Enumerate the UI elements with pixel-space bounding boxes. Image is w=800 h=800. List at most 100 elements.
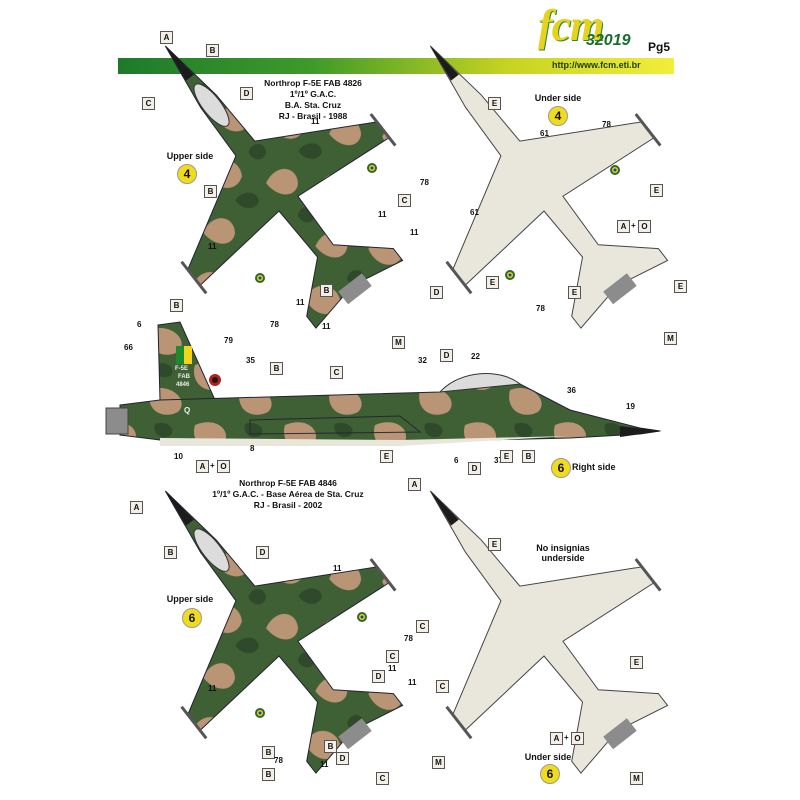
callout-tag: B — [262, 746, 275, 759]
callout-number: 6 — [454, 456, 459, 465]
callout-number: 11 — [208, 684, 217, 693]
callout-tag: B — [204, 185, 217, 198]
callout-number: + — [210, 461, 215, 470]
scheme-badge: 6 — [551, 458, 571, 478]
callout-tag: D — [440, 349, 453, 362]
callout-tag: B — [324, 740, 337, 753]
callout-number: 35 — [246, 356, 255, 365]
fin-letter: Q — [184, 406, 191, 415]
aircraft1-upper-view — [164, 45, 404, 329]
callout-tag: B — [164, 546, 177, 559]
callout-tag: A — [408, 478, 421, 491]
callout-tag: C — [376, 772, 389, 785]
callout-number: 11 — [388, 664, 397, 673]
callout-tag: E — [486, 276, 499, 289]
callout-tag: M — [432, 756, 445, 769]
callout-tag: A — [617, 220, 630, 233]
callout-tag: A — [130, 501, 143, 514]
callout-tag: D — [240, 87, 253, 100]
callout-tag: B — [270, 362, 283, 375]
brand-bar — [118, 58, 674, 74]
callout-number: 11 — [311, 117, 320, 126]
upper-side-label: Upper side — [166, 594, 214, 604]
callout-number: 6 — [137, 320, 142, 329]
callout-tag: A — [196, 460, 209, 473]
callout-number: 66 — [124, 343, 133, 352]
callout-number: 10 — [174, 452, 183, 461]
callout-tag: O — [571, 732, 584, 745]
callout-number: 11 — [320, 760, 329, 769]
callout-number: 8 — [250, 444, 255, 453]
callout-tag: D — [468, 462, 481, 475]
callout-tag: D — [372, 670, 385, 683]
callout-number: 11 — [378, 210, 387, 219]
tail-code: F-5E — [175, 366, 189, 372]
callout-tag: C — [416, 620, 429, 633]
callout-tag: E — [500, 450, 513, 463]
scheme-badge: 6 — [182, 608, 202, 628]
caption-line: Northrop F-5E FAB 4826 — [264, 78, 362, 88]
scheme-badge: 6 — [540, 764, 560, 784]
callout-tag: A — [550, 732, 563, 745]
callout-number: 78 — [270, 320, 279, 329]
callout-tag: B — [206, 44, 219, 57]
tail-fab: FAB — [178, 374, 190, 380]
callout-number: 11 — [208, 242, 217, 251]
fcm-logo: fcm — [538, 1, 604, 50]
callout-number: + — [564, 733, 569, 742]
aircraft1-under-view — [429, 45, 669, 329]
scheme-badge: 4 — [177, 164, 197, 184]
callout-tag: C — [386, 650, 399, 663]
callout-number: 79 — [224, 336, 233, 345]
no-insignia-note: No insignias underside — [536, 543, 590, 563]
upper-side-label: Upper side — [166, 151, 214, 161]
callout-number: 11 — [333, 564, 342, 573]
callout-number: 22 — [471, 352, 480, 361]
caption-line: 1º/1º G.A.C. — [289, 89, 337, 99]
callout-number: 78 — [404, 634, 413, 643]
catalog-number: 32019 — [586, 32, 631, 49]
callout-number: 61 — [470, 208, 479, 217]
callout-number: 11 — [322, 322, 331, 331]
callout-tag: C — [436, 680, 449, 693]
callout-number: + — [631, 221, 636, 230]
callout-tag: E — [488, 97, 501, 110]
callout-tag: O — [638, 220, 651, 233]
caption-line: RJ - Brasil - 2002 — [253, 500, 323, 510]
callout-tag: B — [320, 284, 333, 297]
aircraft2-under-view — [429, 490, 669, 774]
callout-tag: E — [674, 280, 687, 293]
callout-tag: E — [650, 184, 663, 197]
callout-number: 78 — [602, 120, 611, 129]
under-side-label: Under side — [524, 752, 572, 762]
aircraft2-upper-view — [164, 490, 404, 774]
callout-number: 78 — [536, 304, 545, 313]
right-side-label: Right side — [572, 462, 616, 472]
callout-number: 78 — [274, 756, 283, 765]
callout-tag: C — [398, 194, 411, 207]
callout-number: 61 — [540, 129, 549, 138]
callout-number: 36 — [567, 386, 576, 395]
caption-line: B.A. Sta. Cruz — [284, 100, 342, 110]
callout-tag: E — [380, 450, 393, 463]
callout-number: 11 — [408, 678, 417, 687]
callout-number: 37 — [494, 456, 503, 465]
callout-number: 19 — [626, 402, 635, 411]
callout-tag: D — [336, 752, 349, 765]
callout-tag: B — [522, 450, 535, 463]
caption-line: RJ - Brasil - 1988 — [278, 111, 348, 121]
callout-tag: M — [630, 772, 643, 785]
callout-tag: B — [262, 768, 275, 781]
website-link[interactable]: http://www.fcm.eti.br — [552, 60, 641, 70]
profile-right-side — [105, 321, 662, 446]
page-number: Pg5 — [648, 40, 671, 54]
tail-serial: 4846 — [176, 382, 190, 388]
callout-tag: E — [488, 538, 501, 551]
aircraft2-caption: Northrop F-5E FAB 4846 1º/1º G.A.C. - Ba… — [188, 478, 388, 511]
callout-number: 11 — [410, 228, 419, 237]
callout-tag: O — [217, 460, 230, 473]
aircraft1-caption: Northrop F-5E FAB 4826 1º/1º G.A.C. B.A.… — [238, 78, 388, 122]
callout-number: 78 — [420, 178, 429, 187]
callout-tag: E — [568, 286, 581, 299]
callout-tag: D — [430, 286, 443, 299]
